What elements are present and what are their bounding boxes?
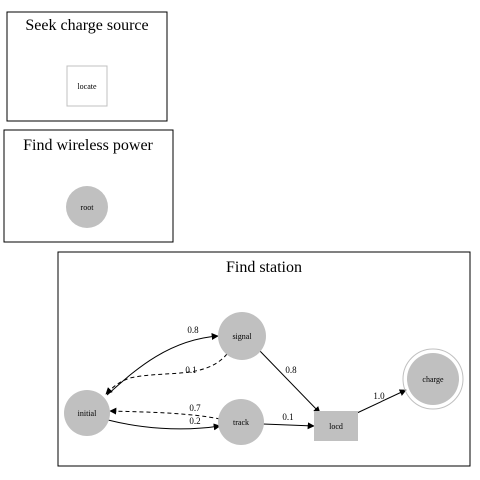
cluster-find-wireless-power: Find wireless power root <box>3 129 174 243</box>
edge-label-track-locd: 0.1 <box>282 412 293 422</box>
edge-initial-to-track: 0.2 <box>107 416 221 431</box>
cluster-seek-charge-source: Seek charge source locate <box>6 11 168 122</box>
edge-signal-to-locd: 0.8 <box>258 349 321 414</box>
node-locd[interactable]: locd <box>314 411 358 441</box>
edge-label-track-initial: 0.7 <box>189 403 201 413</box>
node-label-initial: initial <box>78 409 97 418</box>
node-track[interactable]: track <box>218 399 264 445</box>
edge-signal-to-initial: 0.1 <box>105 353 228 395</box>
node-label-charge: charge <box>422 375 444 384</box>
node-locate[interactable]: locate <box>66 65 108 107</box>
edge-label-locd-charge: 1.0 <box>373 391 385 401</box>
node-label-track: track <box>233 418 249 427</box>
edge-label-signal-locd: 0.8 <box>285 365 297 375</box>
edge-locd-to-charge: 1.0 <box>356 389 407 414</box>
edge-label-signal-initial: 0.1 <box>185 365 196 375</box>
cluster-title-wireless: Find wireless power <box>23 137 153 154</box>
node-initial[interactable]: initial <box>64 390 110 436</box>
cluster-title-station: Find station <box>226 259 302 276</box>
cluster-title-seek: Seek charge source <box>25 17 148 34</box>
edge-label-initial-signal: 0.8 <box>187 325 199 335</box>
node-label-signal: signal <box>232 332 252 341</box>
edge-track-to-initial: 0.7 <box>109 403 221 420</box>
node-label-locate: locate <box>77 82 97 91</box>
edge-initial-to-signal: 0.8 <box>106 325 219 396</box>
node-label-locd: locd <box>329 422 343 431</box>
node-label-root: root <box>81 203 95 212</box>
edge-label-initial-track: 0.2 <box>189 416 200 426</box>
node-root[interactable]: root <box>66 186 108 228</box>
edge-track-to-locd: 0.1 <box>262 412 315 430</box>
node-signal[interactable]: signal <box>218 312 266 360</box>
node-charge[interactable]: charge <box>402 348 464 410</box>
cluster-find-station: Find station 0.8 0.1 0.8 0.7 0.2 0.1 1 <box>57 251 471 467</box>
